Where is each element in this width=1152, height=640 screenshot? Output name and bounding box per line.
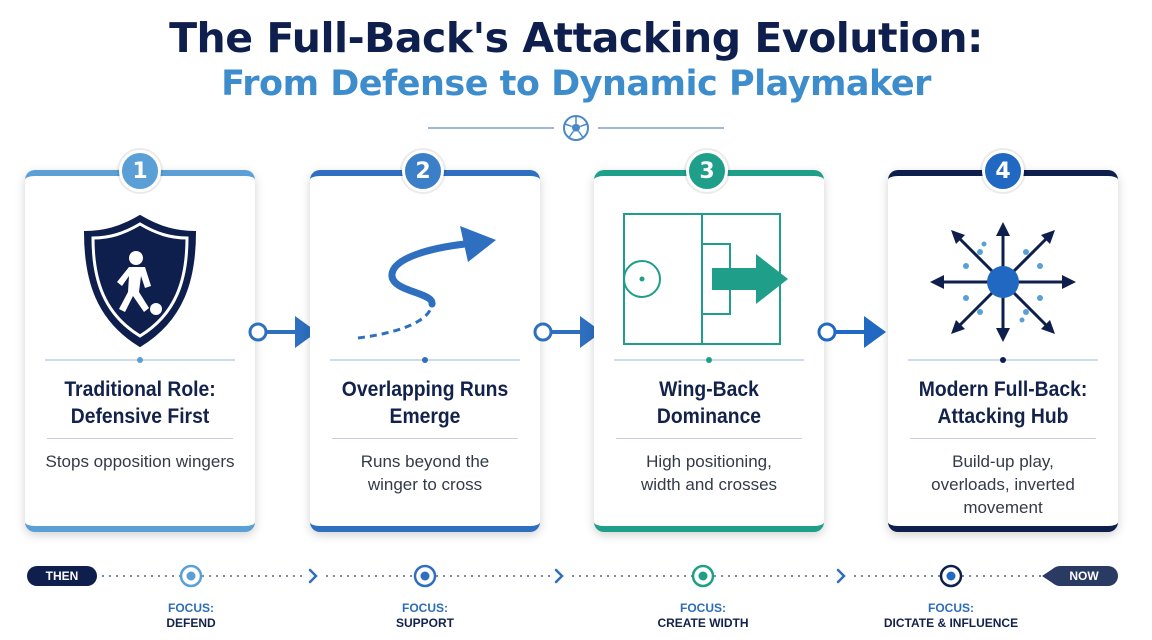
title-divider (428, 115, 724, 141)
step-badge-1: 1 (119, 150, 161, 192)
focus-label-3: FOCUS: CREATE WIDTH (657, 601, 749, 630)
stage-card-1: Traditional Role: Defensive First Stops … (25, 170, 255, 532)
pitch-arrow-icon (623, 213, 788, 345)
stage-description: Stops opposition wingers (45, 452, 235, 471)
timeline-node-1 (179, 564, 203, 588)
stage-card-3: Wing-Back Dominance High positioning, wi… (594, 170, 824, 532)
step-badge-4: 4 (982, 150, 1024, 192)
chevron-right-icon (554, 568, 564, 584)
stage-title: Wing-Back Dominance (656, 378, 762, 428)
stage-description: Runs beyond the winger to cross (360, 452, 490, 494)
card-rule (616, 438, 802, 439)
card-rule (47, 438, 233, 439)
shield-player-icon (83, 214, 197, 348)
arrow-right-icon (248, 316, 317, 348)
chevron-right-icon (308, 568, 318, 584)
timeline-node-2 (413, 564, 437, 588)
card-divider (330, 357, 520, 363)
chevron-right-icon (836, 568, 846, 584)
card-rule (910, 438, 1096, 439)
page-title: The Full-Back's Attacking Evolution: (169, 14, 983, 62)
stage-card-4: Modern Full-Back: Attacking Hub Build-up… (888, 170, 1118, 532)
timeline-now-label: NOW (1050, 566, 1118, 586)
hub-arrows-icon (930, 222, 1076, 342)
stage-description: Build-up play, overloads, inverted movem… (931, 452, 1075, 517)
focus-label-2: FOCUS: SUPPORT (395, 601, 454, 630)
timeline-node-3 (691, 564, 715, 588)
timeline-track (102, 564, 1054, 588)
focus-label-1: FOCUS: DEFEND (166, 601, 216, 630)
stage-title: Overlapping Runs Emerge (341, 378, 509, 428)
step-badge-3: 3 (686, 150, 728, 192)
card-divider (614, 357, 804, 363)
timeline-node-4 (939, 564, 963, 588)
arrow-right-icon (817, 316, 886, 348)
stage-description: High positioning, width and crosses (640, 452, 778, 494)
arrow-right-icon (533, 316, 602, 348)
stage-title: Traditional Role: Defensive First (64, 378, 216, 428)
timeline-then-label: THEN (27, 566, 97, 586)
card-rule (332, 438, 518, 439)
page-subtitle: From Defense to Dynamic Playmaker (221, 64, 931, 104)
focus-label-4: FOCUS: DICTATE & INFLUENCE (883, 601, 1019, 630)
card-divider (45, 357, 235, 363)
soccer-ball-icon (563, 115, 589, 141)
stage-card-2: Overlapping Runs Emerge Runs beyond the … (310, 170, 540, 532)
stage-title: Modern Full-Back: Attacking Hub (918, 378, 1088, 428)
card-divider (908, 357, 1098, 363)
curved-run-arrow-icon (357, 226, 496, 340)
step-badge-2: 2 (402, 150, 444, 192)
